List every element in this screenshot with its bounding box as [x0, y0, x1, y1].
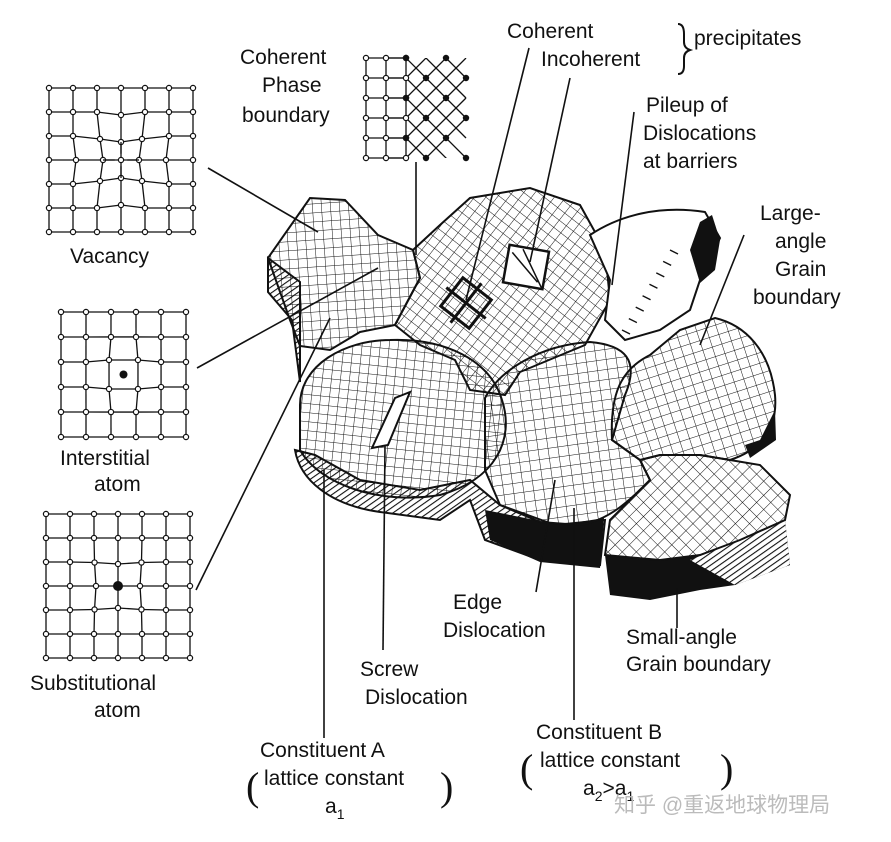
incoherent-precipitate — [503, 245, 549, 289]
label-pileup-3: at barriers — [643, 150, 738, 173]
label-precipitates-incoherent: Incoherent — [541, 48, 640, 71]
watermark: 知乎 @重返地球物理局 — [614, 794, 830, 817]
substitutional-lattice — [43, 511, 192, 660]
grain-screw — [300, 340, 506, 498]
interstitial-lattice — [58, 309, 188, 439]
label-edge-2: Dislocation — [443, 619, 546, 642]
precipitates-brace — [678, 24, 690, 74]
label-pileup-1: Pileup of — [646, 94, 728, 117]
label-large-angle-1: Large- — [760, 202, 821, 225]
polycrystal-block — [268, 188, 790, 600]
label-pileup-2: Dislocations — [643, 122, 756, 145]
label-constituent-b-detail: lattice constant — [540, 749, 680, 772]
label-large-angle-4: boundary — [753, 286, 841, 309]
label-precipitates-coherent: Coherent — [507, 20, 594, 43]
label-coherent-phase-3: boundary — [242, 104, 330, 127]
label-coherent-phase-1: Coherent — [240, 46, 327, 69]
grain-large-angle — [612, 318, 776, 460]
label-vacancy: Vacancy — [70, 245, 149, 268]
label-substitutional-1: Substitutional — [30, 672, 156, 695]
label-edge-1: Edge — [453, 591, 502, 614]
vacancy-lattice — [46, 85, 195, 234]
label-interstitial-2: atom — [94, 473, 141, 496]
label-coherent-phase-2: Phase — [262, 74, 322, 97]
label-large-angle-3: Grain — [775, 258, 826, 281]
label-constituent-a-paren-open: ( — [246, 764, 259, 809]
label-constituent-a-symbol: a1 — [325, 795, 345, 822]
label-small-angle-1: Small-angle — [626, 626, 737, 649]
label-substitutional-2: atom — [94, 699, 141, 722]
label-interstitial-1: Interstitial — [60, 447, 150, 470]
label-constituent-b: Constituent B — [536, 721, 662, 744]
label-precipitates: precipitates — [694, 27, 801, 50]
label-constituent-a-detail: lattice constant — [264, 767, 404, 790]
label-constituent-b-paren-close: ) — [720, 746, 733, 791]
label-constituent-a: Constituent A — [260, 739, 385, 762]
label-small-angle-2: Grain boundary — [626, 653, 771, 676]
label-large-angle-2: angle — [775, 230, 826, 253]
label-constituent-b-paren-open: ( — [520, 746, 533, 791]
label-screw-1: Screw — [360, 658, 419, 681]
label-constituent-a-paren-close: ) — [440, 764, 453, 809]
label-screw-2: Dislocation — [365, 686, 468, 709]
